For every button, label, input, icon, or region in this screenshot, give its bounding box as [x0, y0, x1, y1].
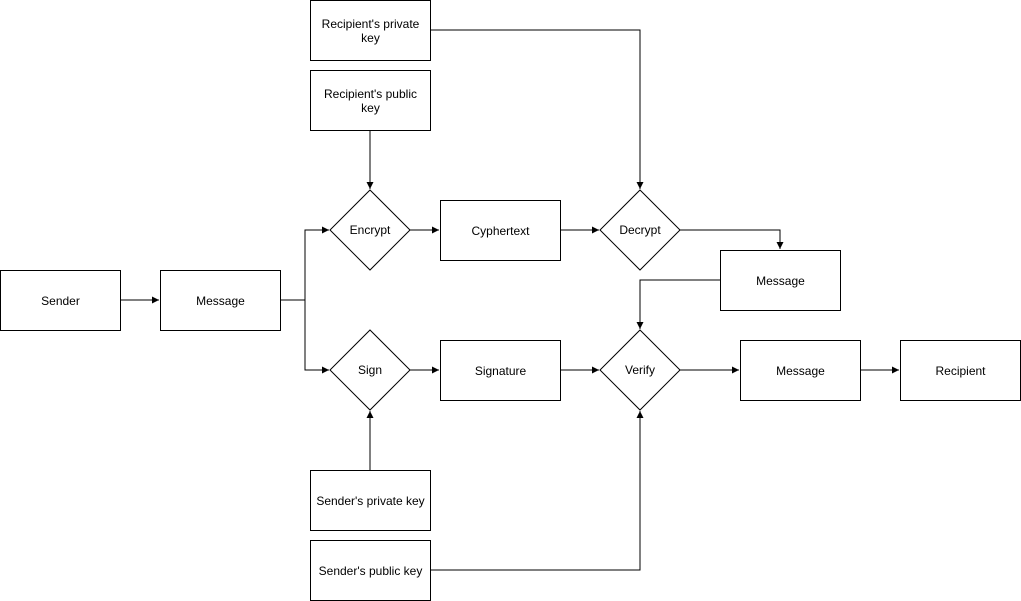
edge-decrypt-message: [680, 229, 784, 249]
cyphertext-node[interactable]: Cyphertext: [440, 200, 561, 261]
sender-public-key-node[interactable]: Sender's public key: [310, 540, 431, 601]
recipient-node[interactable]: Recipient: [900, 340, 1021, 401]
decrypted-message-node[interactable]: Message: [720, 250, 841, 311]
sender-private-key-node[interactable]: Sender's private key: [310, 470, 431, 531]
verified-message-node[interactable]: Message: [740, 340, 861, 401]
sign-label: Sign: [357, 363, 383, 377]
edge-senderpub-verify: [430, 411, 644, 571]
encrypt-diamond[interactable]: [329, 189, 411, 271]
sign-diamond[interactable]: [329, 329, 411, 411]
decrypt-diamond[interactable]: [599, 189, 681, 271]
verify-label: Verify: [624, 363, 655, 377]
verify-diamond[interactable]: [599, 329, 681, 411]
decrypt-label: Decrypt: [619, 223, 661, 237]
signature-node[interactable]: Signature: [440, 340, 561, 401]
edge-message-encrypt: [280, 226, 329, 301]
sender-node[interactable]: Sender: [0, 270, 121, 331]
edge-message-sign: [304, 300, 329, 374]
edge-message-verify: [636, 279, 720, 329]
recipient-public-key-node[interactable]: Recipient's public key: [310, 70, 431, 131]
encrypt-label: Encrypt: [349, 223, 391, 237]
recipient-private-key-node[interactable]: Recipient's private key: [310, 0, 431, 61]
message-node[interactable]: Message: [160, 270, 281, 331]
edge-privkey-decrypt: [430, 29, 644, 189]
